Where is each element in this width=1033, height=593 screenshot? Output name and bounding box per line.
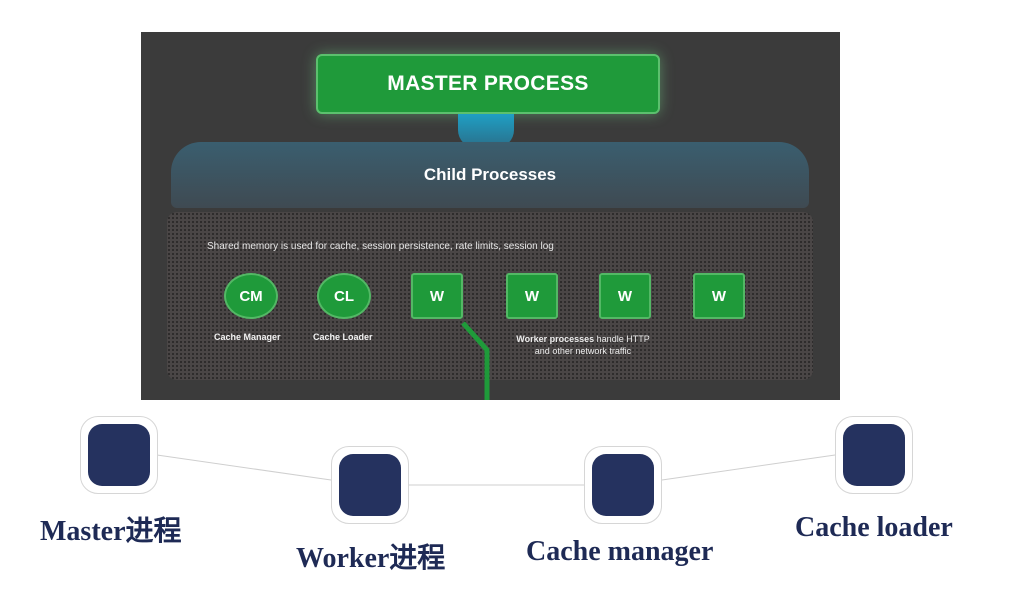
cache-manager-node-label: Cache manager [526, 536, 714, 567]
architecture-diagram: MASTER PROCESS Child Processes Shared me… [141, 32, 840, 400]
cache-manager-label: Cache Manager [214, 332, 281, 342]
master-process-box: MASTER PROCESS [316, 54, 660, 114]
worker-node-2: W [506, 273, 558, 319]
master-node-label: Master进程 [40, 516, 182, 547]
worker-node-3: W [599, 273, 651, 319]
cache-loader-label: Cache Loader [313, 332, 373, 342]
cache-loader-node-label: Cache loader [795, 512, 953, 543]
master-node-square [88, 424, 150, 486]
cache-manager-node: CM [224, 273, 278, 319]
cache-loader-node-bottom [835, 416, 913, 494]
worker-note-rest-2: and other network traffic [534, 346, 632, 356]
shared-memory-text: Shared memory is used for cache, session… [207, 241, 554, 252]
cache-loader-node-square [843, 424, 905, 486]
worker-output-line [461, 321, 490, 400]
master-node [80, 416, 158, 494]
cache-manager-node-bottom [584, 446, 662, 524]
cache-loader-node: CL [317, 273, 371, 319]
worker-node-square [339, 454, 401, 516]
worker-node-1: W [411, 273, 463, 319]
worker-node-4: W [693, 273, 745, 319]
cache-manager-node-square [592, 454, 654, 516]
child-processes-bar: Child Processes [171, 142, 809, 208]
worker-processes-note: Worker processes handle HTTP and other n… [493, 333, 673, 357]
worker-node [331, 446, 409, 524]
worker-node-label: Worker进程 [296, 543, 446, 574]
worker-note-bold: Worker processes [516, 334, 595, 344]
worker-note-rest-1: handle HTTP [594, 334, 650, 344]
